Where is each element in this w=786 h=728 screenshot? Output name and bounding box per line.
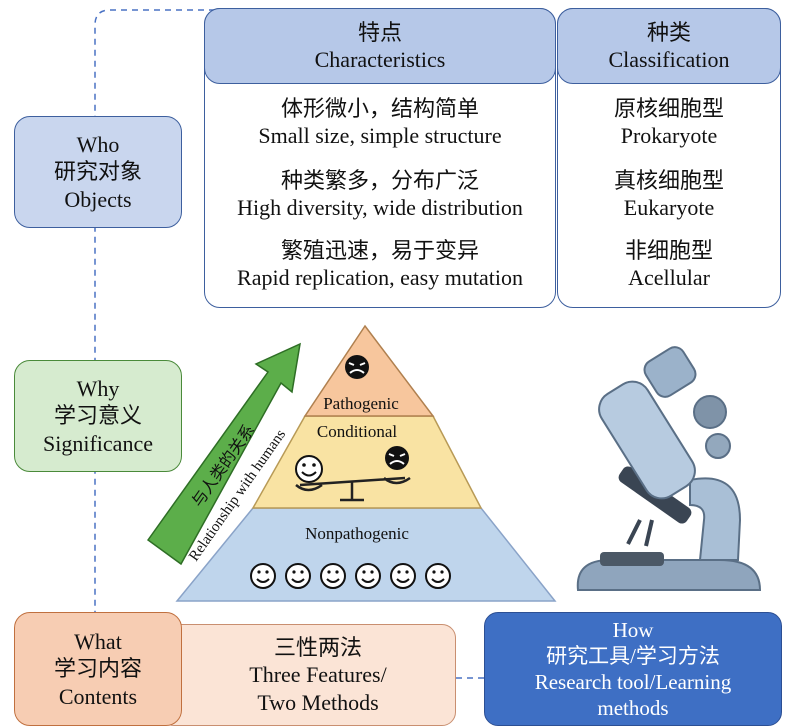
characteristics-header-en: Characteristics (314, 47, 446, 72)
characteristic-en: Small size, simple structure (258, 123, 502, 148)
smiley-face-icon (295, 455, 323, 483)
classification-en: Prokaryote (620, 123, 718, 148)
three-features-en-1: Three Features/ (249, 662, 387, 688)
smiley-face-icon (320, 563, 346, 589)
classification-cn: 真核细胞型 (613, 167, 724, 193)
smiley-face-icon (425, 563, 451, 589)
what-cn-label: 学习内容 (53, 656, 142, 682)
characteristic-item-2: 种类繁多，分布广泛 High diversity, wide distribut… (204, 164, 556, 224)
classification-cn: 原核细胞型 (613, 95, 724, 121)
why-box: Why 学习意义 Significance (14, 360, 182, 472)
how-cn-label: 研究工具/学习方法 (546, 643, 720, 668)
angry-face-icon (345, 355, 369, 379)
classification-en: Acellular (628, 265, 710, 290)
who-label: Who (76, 131, 120, 157)
microscope-icon (576, 346, 762, 591)
pyramid-top-label: Pathogenic (323, 394, 399, 413)
characteristics-header: 特点 Characteristics (204, 8, 556, 84)
three-features-en-2: Two Methods (257, 689, 379, 715)
characteristic-en: Rapid replication, easy mutation (237, 265, 523, 290)
characteristics-header-cn: 特点 (357, 19, 402, 45)
what-box: What 学习内容 Contents (14, 612, 182, 726)
characteristic-item-1: 体形微小，结构简单 Small size, simple structure (204, 92, 556, 152)
three-features-cn: 三性两法 (273, 634, 362, 660)
smiley-row (250, 563, 451, 589)
what-label: What (74, 628, 122, 654)
angry-face-icon (385, 446, 409, 470)
classification-en: Eukaryote (623, 195, 715, 220)
characteristic-en: High diversity, wide distribution (237, 195, 523, 220)
three-features-box: 三性两法 Three Features/ Two Methods (160, 624, 456, 726)
classification-header-cn: 种类 (646, 19, 691, 45)
balance-scale-icon (295, 476, 411, 502)
how-en-label-2: methods (597, 696, 669, 721)
pyramid-bottom-label: Nonpathogenic (305, 524, 409, 543)
how-label: How (612, 617, 654, 642)
characteristic-cn: 种类繁多，分布广泛 (280, 167, 479, 193)
why-cn-label: 学习意义 (53, 403, 142, 429)
who-en-label: Objects (64, 186, 132, 212)
what-en-label: Contents (58, 683, 138, 709)
classification-item-3: 非细胞型 Acellular (557, 234, 781, 294)
characteristic-item-3: 繁殖迅速，易于变异 Rapid replication, easy mutati… (204, 234, 556, 294)
classification-header-en: Classification (608, 47, 730, 72)
classification-header: 种类 Classification (557, 8, 781, 84)
classification-cn: 非细胞型 (624, 237, 713, 263)
pyramid-middle-label: Conditional (317, 422, 398, 441)
characteristic-cn: 体形微小，结构简单 (280, 95, 479, 121)
smiley-face-icon (355, 563, 381, 589)
why-en-label: Significance (43, 430, 153, 456)
classification-item-2: 真核细胞型 Eukaryote (557, 164, 781, 224)
characteristic-cn: 繁殖迅速，易于变异 (280, 237, 479, 263)
who-box: Who 研究对象 Objects (14, 116, 182, 228)
classification-item-1: 原核细胞型 Prokaryote (557, 92, 781, 152)
how-box: How 研究工具/学习方法 Research tool/Learning met… (484, 612, 782, 726)
smiley-face-icon (250, 563, 276, 589)
why-label: Why (76, 375, 120, 401)
pyramid-top-tier (303, 324, 435, 417)
smiley-face-icon (390, 563, 416, 589)
how-en-label-1: Research tool/Learning (534, 670, 732, 694)
smiley-face-icon (285, 563, 311, 589)
who-cn-label: 研究对象 (53, 159, 142, 185)
